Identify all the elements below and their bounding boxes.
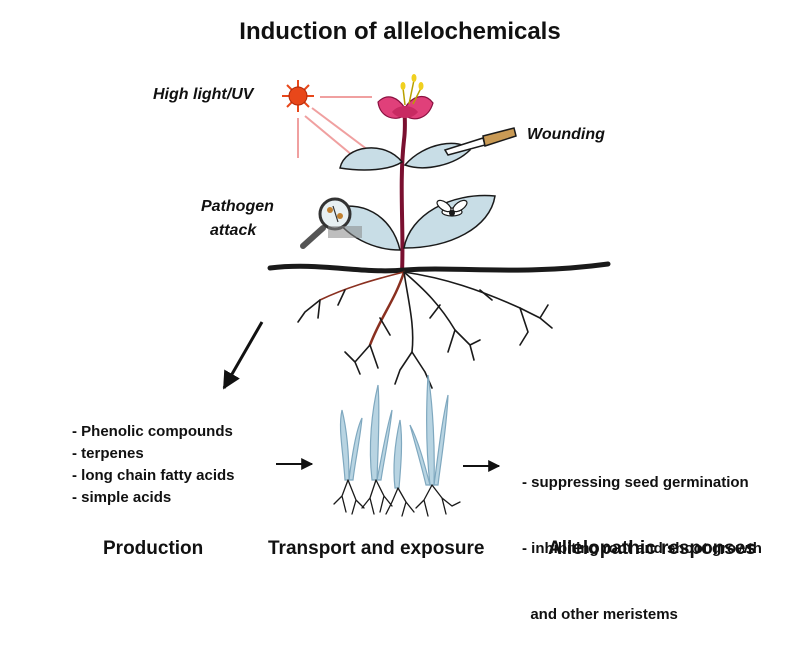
response-item: - inhibiting root and shoot growth [522, 540, 762, 557]
wounding-label: Wounding [527, 126, 605, 143]
upper-left-leaf [339, 147, 404, 171]
production-list: - Phenolic compounds - terpenes - long c… [72, 421, 235, 509]
light-rays [297, 96, 372, 158]
stage-transport-label: Transport and exposure [268, 538, 485, 559]
production-item: - simple acids [72, 489, 172, 506]
insect-icon [436, 199, 468, 217]
response-item: - suppressing seed germination [522, 474, 749, 491]
pathogen-label-line1: Pathogen [201, 198, 274, 215]
production-item: - terpenes [72, 445, 144, 462]
production-item: - long chain fatty acids [72, 467, 235, 484]
pathogen-label-line2: attack [210, 222, 257, 239]
response-item: and other meristems [522, 606, 678, 623]
flower-icon [377, 74, 434, 120]
magnifier-icon [300, 197, 362, 249]
stage-production-label: Production [103, 538, 204, 559]
production-arrow [222, 321, 264, 390]
response-list: - suppressing seed germination - inhibit… [522, 428, 762, 648]
lower-right-leaf [403, 194, 496, 249]
sun-icon [282, 80, 314, 112]
high-light-uv-label: High light/UV [153, 86, 254, 103]
diagram-title: Induction of allelochemicals [239, 18, 561, 45]
seedlings [333, 374, 461, 517]
knife-icon [443, 127, 517, 156]
ground-line [267, 261, 611, 274]
allelochemical-scene [222, 74, 611, 517]
production-item: - Phenolic compounds [72, 423, 233, 440]
root-system [297, 270, 553, 389]
stage-responses-label: Allelopathic responses [548, 538, 757, 559]
